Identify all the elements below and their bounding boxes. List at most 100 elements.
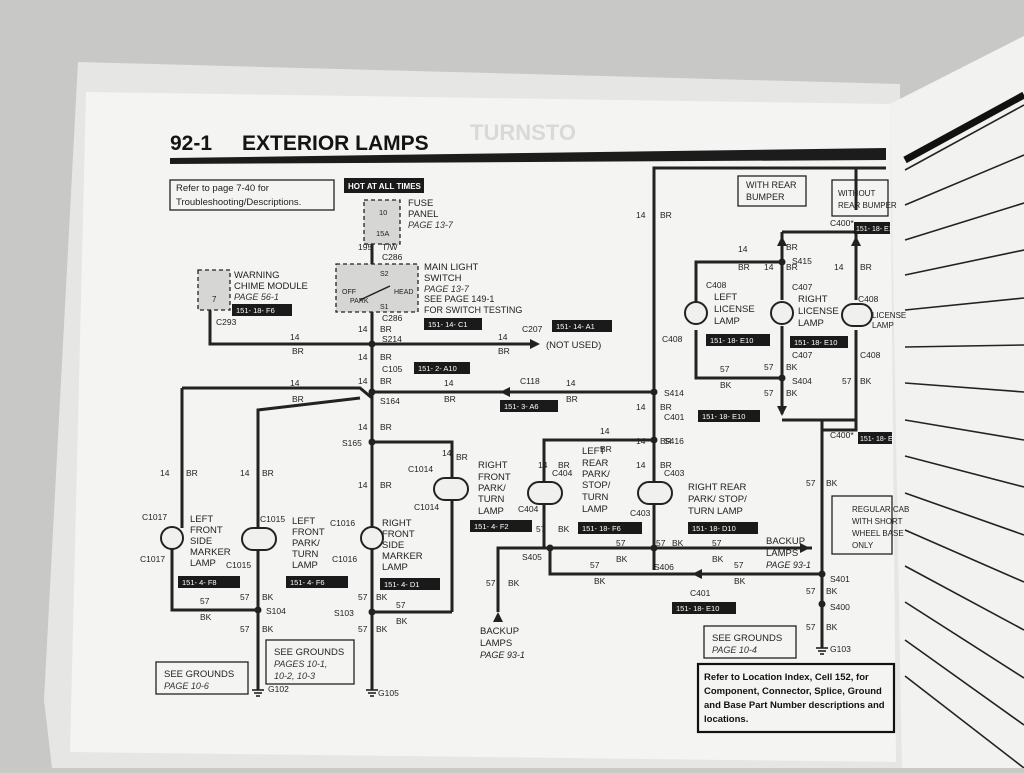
components-right-front-park-turn-3: TURN [478, 494, 505, 505]
connectors-s214: S214 [382, 334, 402, 344]
wires-w57: 57 [536, 524, 546, 534]
lamp-rf-side-marker-icon [360, 526, 384, 550]
regular-cab-2: WITH SHORT [852, 517, 903, 526]
wires-br: BR [380, 324, 392, 334]
tags-t-rr: 151- 18- D10 [692, 524, 736, 533]
lamp-rf-park-icon [433, 477, 469, 501]
components-right-front-side-marker-0: RIGHT [382, 518, 412, 529]
connectors-s103: S103 [334, 608, 354, 618]
switch-head: HEAD [394, 289, 413, 296]
lamp-lr-icon [527, 481, 563, 505]
connectors-s400: S400 [830, 602, 850, 612]
wires-br: BR [558, 460, 570, 470]
without-rear-bumper-2: REAR BUMPER [838, 201, 897, 210]
wires-br: BR [380, 480, 392, 490]
connectors-c408c: C408 [662, 334, 683, 344]
wires-br: BR [660, 436, 672, 446]
connectors-c403a: C403 [664, 468, 685, 478]
wires-br: BR [660, 460, 672, 470]
warning-chime-box [197, 269, 231, 311]
wires-w14: 14 [538, 460, 548, 470]
components-left-rear-0: LEFT [582, 446, 605, 457]
connectors-c407b: C407 [792, 350, 813, 360]
connectors-s401: S401 [830, 574, 850, 584]
tags-t-c401: 151- 18- E10 [676, 604, 719, 613]
wires-bk: BK [720, 380, 732, 390]
tags-t-s414: 151- 18- E10 [702, 412, 745, 421]
title-rule [170, 148, 886, 164]
wires-bk: BK [594, 576, 606, 586]
wires-w57: 57 [656, 538, 666, 548]
wires-w57: 57 [590, 560, 600, 570]
components-left-license-1: LICENSE [714, 304, 755, 315]
location-index-box [696, 662, 896, 734]
hot-at-all-times-text: HOT AT ALL TIMES [348, 182, 422, 191]
wires-w14: 14 [290, 332, 300, 342]
refer-note-box [169, 179, 335, 211]
wires-w14: 14 [764, 262, 774, 272]
location-index-1: Refer to Location Index, Cell 152, for [704, 672, 869, 683]
components-right-front-side-marker-1: FRONT [382, 529, 415, 540]
see-grounds-10-4-box [703, 625, 797, 659]
connectors-c1015a: C1015 [260, 514, 285, 524]
components-right-license-0: RIGHT [798, 294, 828, 305]
lamp-rr-icon [637, 481, 673, 505]
wires-bk: BK [376, 624, 388, 634]
wires-w14: 14 [636, 402, 646, 412]
c293: C293 [216, 317, 237, 327]
lamp-license-icon [841, 303, 873, 327]
tags-t-lf-marker: 151- 4- F8 [182, 578, 217, 587]
regular-cab-1: REGULAR CAB [852, 505, 909, 514]
see-grounds-10-4-2: PAGE 10-4 [712, 645, 757, 655]
wires-br: BR [566, 394, 578, 404]
tags-t-rf-marker: 151- 4- D1 [384, 580, 419, 589]
tags-t-c118: 151- 3- A6 [504, 402, 539, 411]
refer-note-line1: Refer to page 7-40 for [176, 183, 269, 194]
wires-bk: BK [826, 478, 838, 488]
wires-w14: 14 [566, 378, 576, 388]
tag-switch-box [424, 318, 482, 330]
connectors-c1016b: C1016 [332, 554, 357, 564]
wires-bk: BK [376, 592, 388, 602]
wires-w14: 14 [358, 376, 368, 386]
wires-w57: 57 [806, 586, 816, 596]
wires-bk: BK [396, 616, 408, 626]
components-left-front-side-marker-4: LAMP [190, 558, 216, 569]
wires-bk: BK [786, 388, 798, 398]
tag-chime: 151- 18- F6 [236, 306, 275, 315]
wire-tw: T/W [382, 242, 398, 252]
fuse-panel-name-1: FUSE [408, 198, 433, 209]
component-labels: (NOT USED) LEFT FRONT SIDE MARKER LAMP L… [190, 292, 906, 660]
wires-w14: 14 [636, 210, 646, 220]
components-left-license-2: LAMP [714, 316, 740, 327]
components-right-rear-2: TURN LAMP [688, 506, 743, 517]
components-backup-lamps-a-name-1: LAMPS [480, 638, 512, 649]
wires-w57: 57 [486, 578, 496, 588]
wires-w14: 14 [358, 480, 368, 490]
components-left-rear-3: STOP/ [582, 480, 611, 491]
with-rear-bumper-box [737, 175, 807, 207]
chime-pin: 7 [212, 295, 217, 304]
see-grounds-10-6-2: PAGE 10-6 [164, 681, 209, 691]
wires-w14: 14 [358, 352, 368, 362]
connectors-s414: S414 [664, 388, 684, 398]
arrow-c118 [500, 387, 510, 397]
tags-t-c400top: 151- 18- E1 [856, 226, 893, 233]
tags-t-license2: 151- 18- E10 [794, 338, 837, 347]
components-left-front-park-turn-3: TURN [292, 549, 319, 560]
connectors-s406: S406 [654, 562, 674, 572]
warning-chime-name-1: WARNING [234, 270, 280, 281]
components-left-front-park-turn-1: FRONT [292, 527, 325, 538]
connectors-c408d: C408 [860, 350, 881, 360]
with-rear-bumper-2: BUMPER [746, 192, 785, 202]
components-right-license-1: LICENSE [798, 306, 839, 317]
components-left-front-side-marker-3: MARKER [190, 547, 231, 558]
wires-w57: 57 [734, 560, 744, 570]
components-left-front-park-turn-0: LEFT [292, 516, 315, 527]
wires-w14: 14 [834, 262, 844, 272]
switch-s2: S2 [380, 271, 389, 278]
with-rear-bumper-1: WITH REAR [746, 180, 797, 190]
wires-w14: 14 [358, 422, 368, 432]
without-rear-bumper-1: WITHOUT [838, 189, 875, 198]
